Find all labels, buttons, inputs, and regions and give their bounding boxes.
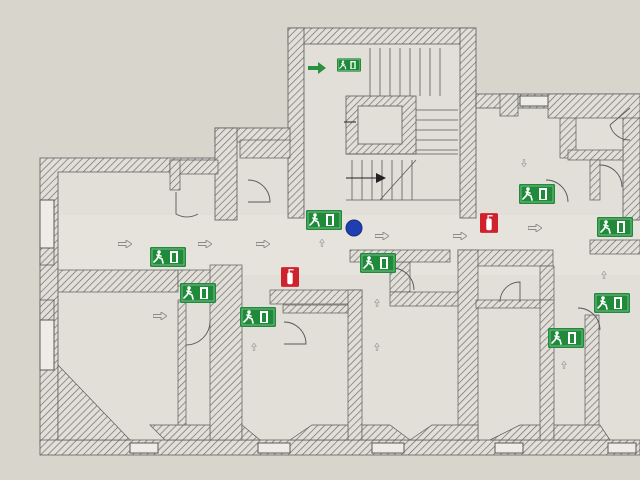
evacuation-arrow-icon [308,62,326,74]
green-direction-arrow [308,62,326,74]
emergency-exit-sign-icon [597,217,633,237]
emergency-exit-sign-icon [360,253,396,273]
stairwell [344,48,460,201]
emergency-exit-sign-icon [180,283,216,303]
corner-chamfers [57,364,611,441]
interior-walls [57,93,640,441]
emergency-exit-sign-icon [337,57,361,73]
emergency-exit-sign-icon [519,184,555,204]
emergency-exit-sign-icon [240,307,276,327]
you-are-here-marker-icon [345,219,363,237]
fire-extinguisher-icon [281,266,299,288]
emergency-exit-sign-icon [548,328,584,348]
emergency-exit-sign-icon [594,293,630,313]
fire-extinguisher-icon [480,212,498,234]
emergency-exit-sign-icon [306,210,342,230]
stair-direction-arrow-icon [376,173,386,183]
windows [39,95,637,454]
emergency-exit-sign-icon [150,247,186,267]
